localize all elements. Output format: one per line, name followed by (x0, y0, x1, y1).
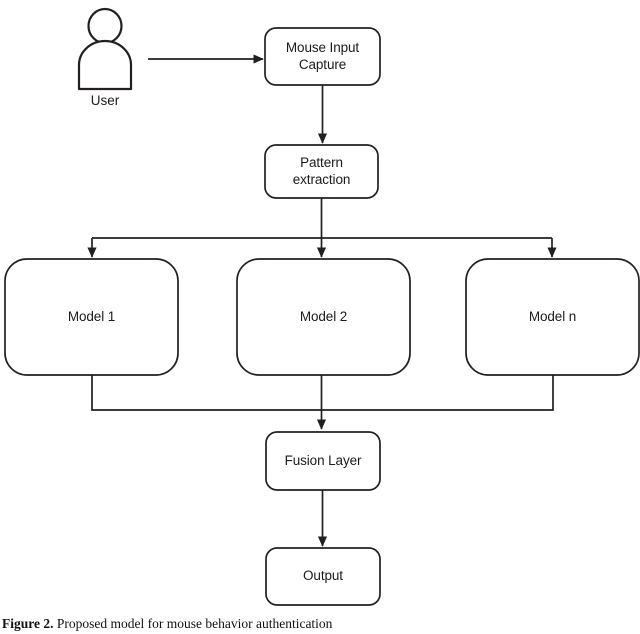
edge-models-merge (91, 375, 554, 430)
user-actor-label: User (90, 93, 120, 108)
node-model-n[interactable] (465, 258, 640, 376)
node-fusion-layer[interactable] (265, 431, 381, 491)
figure-caption-lead: Figure 2. (2, 616, 54, 631)
person-head-icon (87, 7, 123, 45)
edge-pattern-fanout (87, 198, 557, 258)
node-mouse-input-capture[interactable] (264, 27, 381, 86)
person-body-icon (77, 39, 133, 91)
figure-caption-text: Proposed model for mouse behavior authen… (53, 616, 333, 631)
node-output[interactable] (265, 547, 381, 606)
node-pattern-extraction[interactable] (264, 144, 379, 199)
node-model-1[interactable] (4, 258, 179, 376)
figure-caption: Figure 2. Proposed model for mouse behav… (2, 616, 638, 632)
node-model-2[interactable] (236, 258, 411, 376)
user-actor-icon (77, 7, 133, 91)
